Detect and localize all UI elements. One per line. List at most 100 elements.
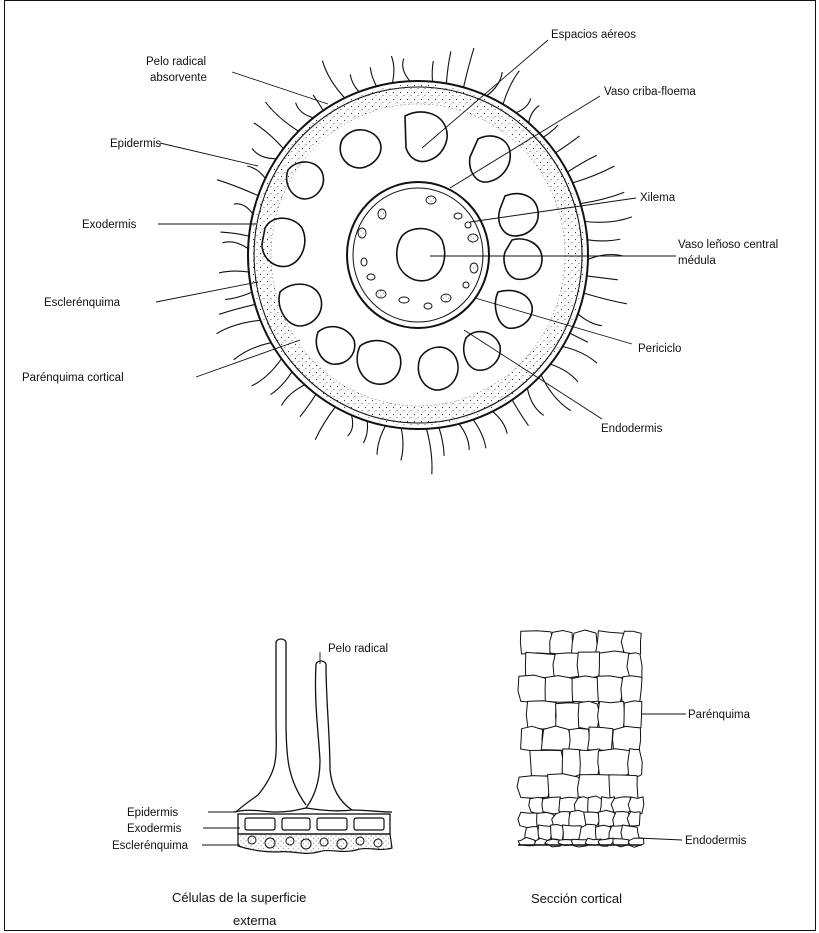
root-hair	[348, 415, 353, 436]
root-hair	[219, 271, 249, 273]
root-hair	[252, 359, 282, 386]
parenchyma-cell	[577, 652, 601, 679]
label-pelo-radical-1: Pelo radical	[146, 56, 206, 68]
root-hair	[527, 388, 543, 415]
endodermis-ring	[347, 182, 489, 328]
root-hair	[313, 95, 323, 111]
parenchyma-cell	[598, 701, 625, 730]
root-hair	[247, 166, 265, 178]
parenchyma-cell	[518, 812, 539, 828]
phloem	[441, 294, 451, 302]
root-hair	[281, 385, 304, 406]
root-hair	[578, 314, 602, 326]
leader-line	[232, 72, 328, 104]
root-hair	[234, 204, 253, 214]
root-hair	[296, 103, 314, 118]
root-hair	[427, 429, 433, 475]
parenchyma-cell	[627, 653, 642, 679]
root-hair	[541, 375, 571, 411]
parenchyma-cell	[518, 675, 548, 702]
root-hair	[459, 424, 469, 450]
root-hair	[370, 67, 376, 86]
root-hair	[391, 56, 393, 83]
root-hair	[446, 51, 451, 83]
sclerenchyma-layer	[238, 834, 392, 853]
parenchyma-cell	[599, 651, 630, 679]
root-hair	[254, 123, 284, 149]
root-hair	[550, 364, 578, 382]
parenchyma-cell	[621, 676, 642, 704]
root-hair	[570, 333, 588, 342]
root-hair	[529, 106, 540, 123]
root-hair	[585, 217, 632, 222]
epidermis-layer	[234, 808, 392, 812]
root-hair	[300, 394, 316, 417]
root-hair	[580, 192, 624, 203]
root-hair	[503, 71, 519, 105]
root-hair	[487, 72, 503, 96]
parenchyma-cell	[525, 652, 555, 678]
parenchyma-cell	[627, 812, 640, 827]
label-esclerenquima: Esclerénquima	[44, 297, 121, 309]
exodermis-band	[238, 814, 390, 834]
parenchyma-cell	[578, 775, 612, 800]
phloem	[470, 263, 478, 273]
root-hair	[401, 428, 403, 460]
root-hair	[377, 426, 386, 455]
root-hair	[403, 59, 410, 82]
caption-cortical-section: Sección cortical	[531, 891, 622, 906]
root-hair	[587, 276, 618, 280]
parenchyma-cell	[572, 676, 600, 702]
parenchyma-cell	[588, 727, 613, 751]
label-xilema: Xilema	[640, 192, 676, 204]
root-hair	[439, 428, 444, 456]
parenchyma-cell	[571, 630, 597, 655]
label-vaso-lenoso-1: Vaso leñoso central	[678, 239, 778, 251]
parenchyma-cell	[542, 797, 561, 814]
root-hair-tip	[276, 639, 286, 642]
caption-surface-cells-line1: Células de la superficie	[172, 890, 306, 905]
root-hair	[221, 232, 250, 236]
leader-line	[638, 838, 682, 840]
parenchyma-cell	[628, 838, 644, 847]
root-hair	[271, 372, 293, 395]
parenchyma-cell	[526, 701, 557, 729]
root-hair	[217, 180, 258, 196]
parenchyma-cell	[530, 750, 564, 776]
root-hair	[217, 320, 261, 333]
root-hair	[252, 149, 276, 159]
root-cross-section	[217, 48, 632, 474]
label-exodermis: Exodermis	[82, 219, 137, 231]
label-vaso-criba: Vaso criba-floema	[604, 86, 696, 98]
leader-line	[160, 143, 258, 166]
label-parenquima: Parénquima	[688, 709, 751, 721]
root-hair	[225, 292, 252, 299]
root-hair	[473, 420, 486, 449]
root-hair	[588, 254, 623, 259]
root-hair	[563, 347, 597, 364]
root-hair-tall	[286, 642, 306, 805]
root-hair-tip	[316, 661, 326, 664]
surface-cells-detail: Pelo radical Epidermis Exodermis Escleré…	[112, 639, 392, 928]
label-esclerenquima-detail: Esclerénquima	[112, 840, 189, 852]
root-hair	[493, 411, 508, 433]
parenchyma-cell	[550, 631, 573, 655]
phloem	[358, 228, 366, 238]
label-endodermis-cortical: Endodermis	[685, 835, 747, 847]
phloem	[378, 209, 386, 219]
parenchyma-cell	[521, 726, 544, 751]
parenchyma-cell	[551, 825, 564, 841]
parenchyma-cell	[545, 676, 574, 703]
parenchyma-cell	[569, 728, 590, 751]
root-hair	[543, 125, 558, 137]
label-periciclo: Periciclo	[638, 343, 681, 355]
root-hair	[222, 242, 248, 249]
label-vaso-lenoso-2: médula	[678, 255, 716, 267]
root-hair-short	[306, 664, 320, 808]
parenchyma-cell	[520, 631, 553, 654]
parenchyma-cell	[596, 631, 625, 654]
cortical-section-detail: Parénquima Endodermis Sección cortical	[517, 630, 751, 906]
root-hair	[322, 61, 344, 98]
root-hair	[584, 293, 627, 304]
